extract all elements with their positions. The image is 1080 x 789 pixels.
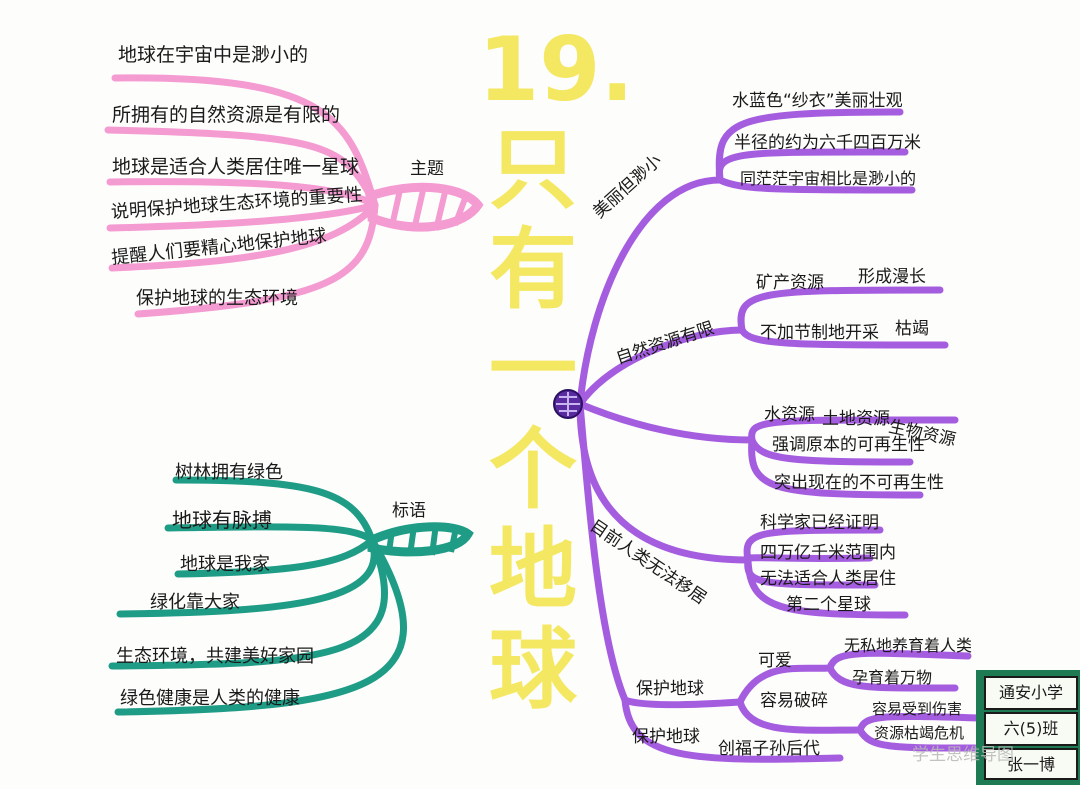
slogan-branch-label: 标语: [392, 501, 426, 521]
title-char: 有: [488, 218, 577, 321]
theme-label-pod: [365, 182, 484, 232]
protect-earth-item: 无私地养育着人类: [844, 636, 973, 655]
theme-item: 地球是适合人类居住唯一星球: [112, 156, 360, 178]
protect-earth-item: 容易破碎: [760, 691, 828, 711]
limited-resources-item: 矿产资源: [756, 273, 824, 293]
purple-branch-line: [576, 400, 629, 704]
title-char: 个: [488, 418, 577, 521]
purple-branch-line: [856, 726, 979, 752]
cannot-migrate-item: 科学家已经证明: [760, 513, 879, 533]
purple-branch-line: [576, 400, 756, 444]
purple-branch-line: [743, 526, 884, 564]
protect-earth-item: 孕育着万物: [852, 668, 933, 687]
limited-resources-item: 枯竭: [895, 319, 929, 339]
slogan-branch-lines: [108, 476, 407, 716]
purple-branch-line: [716, 176, 916, 194]
slogan-item: 生态环境，共建美好家园: [116, 646, 314, 667]
theme-item: 地球在宇宙中是渺小的: [118, 44, 309, 66]
credit-class: 六(5)班: [984, 712, 1078, 746]
beautiful-small-item: 半径的约为六千四百万米: [734, 133, 921, 153]
slogan-item: 绿色健康是人类的健康: [120, 688, 300, 709]
credit-school: 通安小学: [984, 676, 1078, 710]
purple-branch-line: [737, 286, 944, 334]
purple-branch-line: [736, 664, 834, 706]
title-char: 19.: [478, 18, 634, 121]
purple-branch-lines: [576, 108, 984, 763]
protect-earth-item: 容易受到伤害: [872, 700, 963, 718]
purple-branch-line: [736, 698, 864, 734]
slogan-item: 地球有脉搏: [172, 508, 272, 532]
resource-item: 水资源: [764, 405, 815, 425]
purple-branch-line: [715, 148, 909, 184]
theme-branch-line: [106, 201, 379, 232]
center-node: [553, 389, 583, 419]
cannot-migrate-item: 无法适合人类居住: [760, 569, 896, 589]
theme-branch-line: [104, 126, 379, 209]
theme-branch-label: 主题: [410, 159, 444, 179]
protect-earth-2-branch-label: 保护地球: [632, 727, 700, 747]
purple-branch-line: [576, 326, 746, 408]
slogan-branch-line: [174, 536, 376, 578]
protect-earth-item: 可爱: [758, 651, 792, 671]
theme-item: 保护地球的生态环境: [136, 288, 298, 309]
protect-earth-item: 资源枯竭危机: [874, 724, 965, 742]
slogan-item: 地球是我家: [180, 554, 270, 575]
purple-branch-line: [826, 664, 959, 692]
purple-branch-line: [621, 696, 844, 763]
lesson-title: 19. 只 有 一 个 地 球: [478, 18, 634, 721]
purple-branch-line: [856, 712, 984, 734]
theme-branch-line: [106, 178, 379, 209]
title-char: 球: [488, 618, 577, 721]
purple-branch-line: [748, 436, 914, 466]
slogan-branch-line: [114, 536, 407, 716]
beautiful-small-item: 水蓝色“纱衣”美丽壮观: [732, 91, 903, 111]
theme-branch-line: [134, 201, 379, 318]
purple-branch-line: [748, 436, 924, 499]
purple-branch-line: [744, 556, 909, 619]
theme-branch-lines: [104, 74, 379, 318]
theme-branch-line: [111, 74, 379, 209]
cannot-migrate-item: 四万亿千米范围内: [760, 543, 896, 563]
theme-item: 所拥有的自然资源是有限的: [112, 104, 341, 126]
purple-branch-line: [748, 416, 959, 444]
resource-item: 强调原本的可再生性: [772, 435, 925, 455]
beautiful-small-item: 同茫茫宇宙相比是渺小的: [740, 169, 917, 188]
purple-branch-line: [576, 176, 724, 408]
title-char: 一: [488, 318, 577, 421]
purple-branch-line: [621, 696, 744, 709]
purple-branch-line: [738, 326, 949, 349]
slogan-branch-line: [164, 523, 376, 544]
protect-earth-branch-label: 保护地球: [636, 679, 704, 699]
slogan-branch-line: [108, 536, 388, 670]
slogan-branch-line: [116, 536, 378, 618]
theme-branch-line: [108, 201, 379, 272]
protect-earth-2-item: 创福子孙后代: [718, 739, 820, 759]
limited-resources-item: 形成漫长: [858, 267, 926, 287]
slogan-item: 绿化靠大家: [150, 592, 240, 613]
resource-item: 突出现在的不可再生性: [774, 473, 944, 493]
purple-branch-line: [826, 649, 972, 672]
cannot-migrate-item: 第二个星球: [786, 595, 871, 615]
slogan-item: 树林拥有绿色: [175, 462, 283, 483]
purple-branch-line: [715, 108, 904, 184]
watermark: 学生思维导图: [912, 745, 1014, 765]
title-char: 地: [488, 518, 577, 621]
slogan-label-pod: [367, 522, 474, 557]
resource-item: 土地资源: [822, 409, 890, 429]
slogan-branch-line: [172, 476, 376, 544]
credit-name: 张一博: [984, 748, 1078, 780]
title-char: 只: [488, 118, 577, 221]
limited-resources-item: 不加节制地开采: [760, 323, 879, 343]
